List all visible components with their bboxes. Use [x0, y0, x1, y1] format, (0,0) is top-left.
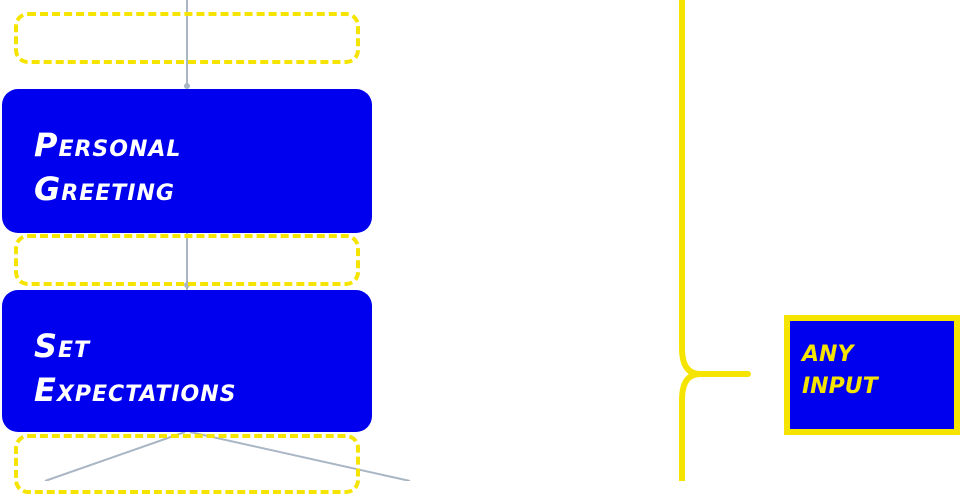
- node-label-line: Personal: [34, 126, 182, 164]
- connector-dot-top: [184, 83, 190, 89]
- dashed-placeholder-middle: [14, 234, 360, 286]
- node-label-line: Expectations: [34, 371, 237, 409]
- any-input-note[interactable]: ANY INPUT: [784, 315, 960, 435]
- node-label-line: Greeting: [34, 170, 175, 208]
- curly-brace: [679, 0, 751, 481]
- node-personal-greeting[interactable]: Personal Greeting: [2, 89, 372, 233]
- note-label-line: ANY: [802, 342, 854, 367]
- note-label-line: INPUT: [802, 374, 878, 399]
- dashed-placeholder-bottom: [14, 434, 360, 494]
- connector-layer: [44, 0, 751, 481]
- connector-branch-left: [44, 431, 186, 481]
- dashed-placeholder-top: [14, 12, 360, 64]
- node-label-line: Set: [34, 327, 91, 365]
- connector-branch-right: [189, 431, 411, 481]
- node-set-expectations[interactable]: Set Expectations: [2, 290, 372, 432]
